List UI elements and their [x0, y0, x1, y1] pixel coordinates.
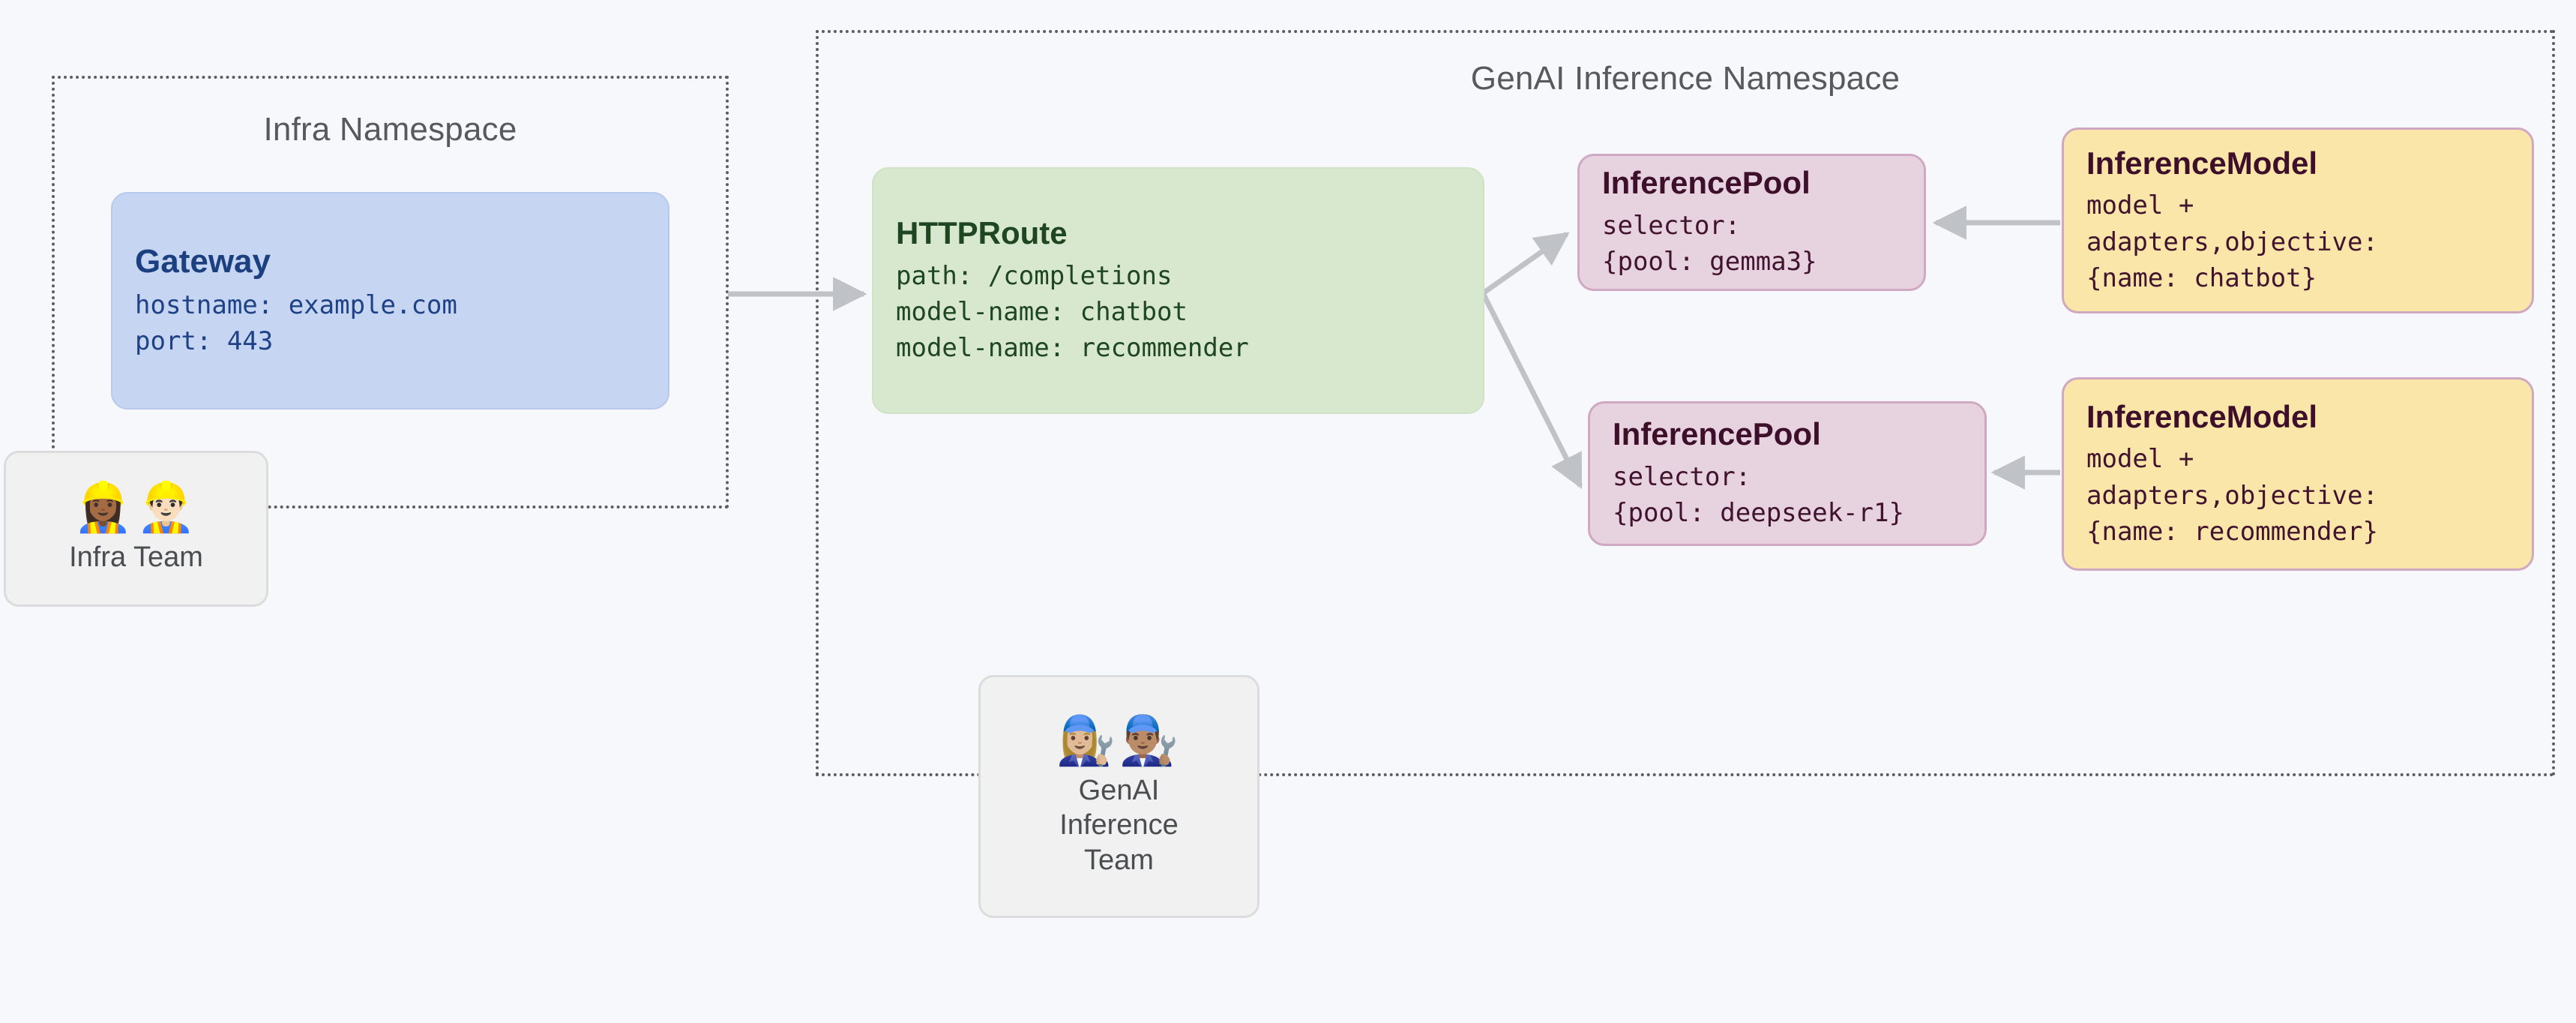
node-inferencemodel-recommender-line-name: {name: recommender}: [2086, 516, 2378, 547]
genai-inference-team-label: GenAI Inference Team: [1059, 775, 1179, 876]
node-inferencepool-deepseek-r1[interactable]: InferencePool selector: {pool: deepseek-…: [1588, 401, 1987, 546]
node-inferencemodel-recommender[interactable]: InferenceModel model + adapters,objectiv…: [2062, 377, 2534, 571]
node-gateway-title: Gateway: [135, 242, 271, 280]
node-httproute[interactable]: HTTPRoute path: /completions model-name:…: [872, 167, 1484, 414]
node-inferencepool-gemma3-line-pool: {pool: gemma3}: [1602, 247, 1817, 278]
team-card-infra-team[interactable]: 👷🏾‍♀️👷🏻‍♂️ Infra Team: [4, 451, 268, 607]
namespace-infra-title: Infra Namespace: [263, 111, 517, 148]
node-inferencemodel-recommender-line-adapters: adapters,objective:: [2086, 480, 2378, 511]
infra-team-label: Infra Team: [69, 542, 203, 574]
team-card-genai-inference-team[interactable]: 👩🏼‍🔧👨🏽‍🔧 GenAI Inference Team: [978, 675, 1260, 918]
node-gateway-line-hostname: hostname: example.com: [135, 290, 457, 320]
node-inferencemodel-chatbot[interactable]: InferenceModel model + adapters,objectiv…: [2062, 128, 2534, 314]
node-httproute-line-model-name-chatbot: model-name: chatbot: [896, 297, 1188, 328]
node-httproute-line-model-name-recommender: model-name: recommender: [896, 333, 1249, 364]
node-httproute-line-path: path: /completions: [896, 260, 1173, 291]
node-inferencemodel-chatbot-line-adapters: adapters,objective:: [2086, 226, 2378, 257]
node-inferencemodel-chatbot-line-model: model +: [2086, 190, 2194, 221]
node-inferencepool-gemma3-line-selector: selector:: [1602, 211, 1741, 242]
namespace-genai: [816, 30, 2555, 776]
node-gateway-line-port: port: 443: [135, 326, 274, 356]
node-inferencepool-deepseek-r1-line-selector: selector:: [1613, 462, 1751, 493]
node-inferencemodel-recommender-title: InferenceModel: [2086, 398, 2318, 434]
node-httproute-title: HTTPRoute: [896, 215, 1068, 251]
node-inferencepool-gemma3[interactable]: InferencePool selector: {pool: gemma3}: [1577, 154, 1926, 291]
node-inferencemodel-chatbot-line-name: {name: chatbot}: [2086, 262, 2317, 293]
node-inferencepool-deepseek-r1-line-pool: {pool: deepseek-r1}: [1613, 498, 1904, 529]
node-inferencemodel-recommender-line-model: model +: [2086, 444, 2194, 475]
node-inferencemodel-chatbot-title: InferenceModel: [2086, 145, 2318, 181]
genai-inference-team-avatars: 👩🏼‍🔧👨🏽‍🔧: [1056, 712, 1182, 767]
node-gateway[interactable]: Gateway hostname: example.com port: 443: [111, 192, 669, 410]
namespace-infra: [52, 76, 729, 508]
node-inferencepool-gemma3-title: InferencePool: [1602, 165, 1811, 201]
namespace-genai-title: GenAI Inference Namespace: [1470, 60, 1901, 97]
node-inferencepool-deepseek-r1-title: InferencePool: [1613, 416, 1821, 452]
infra-team-avatars: 👷🏾‍♀️👷🏻‍♂️: [73, 480, 199, 535]
